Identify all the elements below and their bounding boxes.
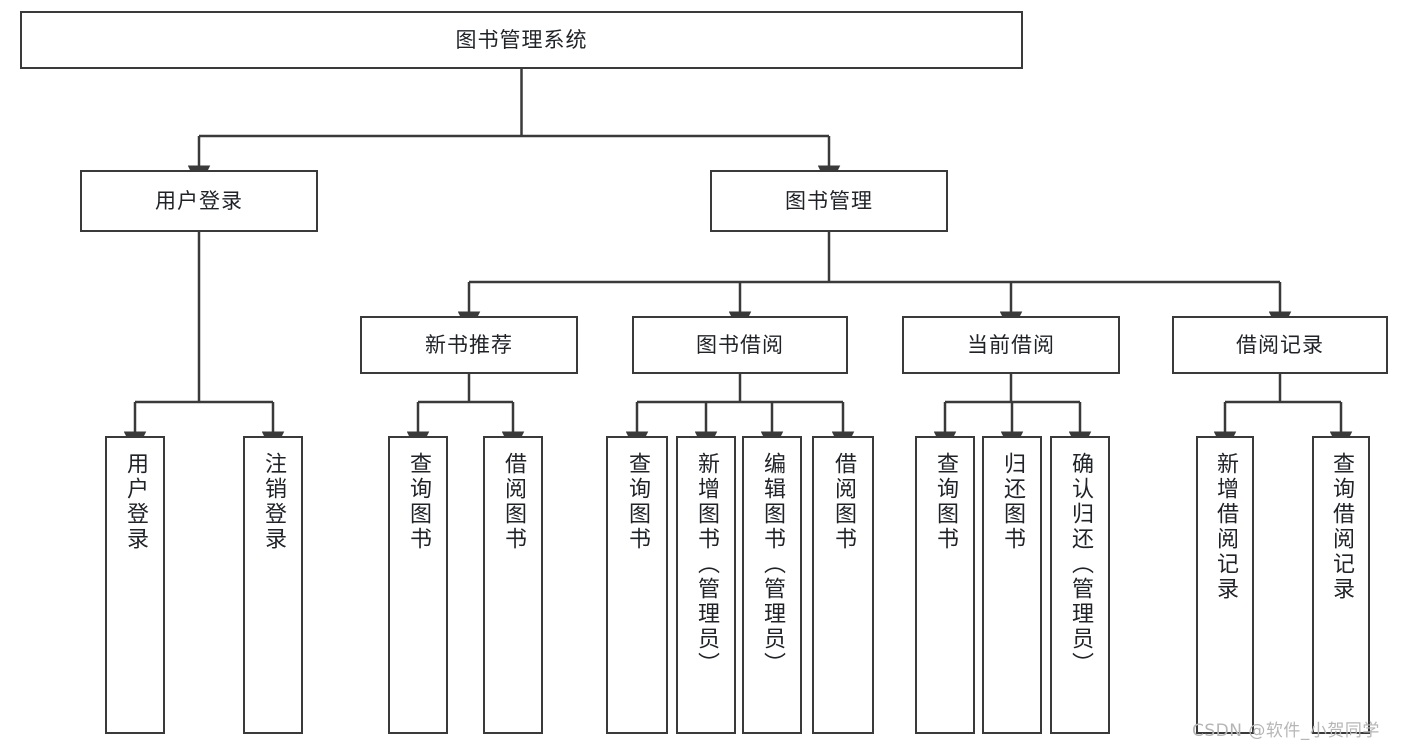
- node-new-book-rec[interactable]: 新书推荐: [360, 316, 578, 374]
- node-label: 借阅图书: [501, 452, 526, 552]
- watermark: CSDN @软件_小贺同学: [1192, 721, 1380, 741]
- node-label: 查询图书: [406, 452, 431, 552]
- node-label: 新增图书（管理员）: [694, 452, 719, 677]
- node-label: 查询图书: [625, 452, 650, 552]
- node-leaf-cur-confirm[interactable]: 确认归还（管理员）: [1050, 436, 1110, 734]
- node-label: 图书管理: [785, 188, 873, 213]
- node-label: 用户登录: [155, 188, 243, 213]
- node-leaf-rec-search[interactable]: 查询借阅记录: [1312, 436, 1370, 734]
- node-leaf-rec-borrow[interactable]: 借阅图书: [483, 436, 543, 734]
- node-leaf-user-login[interactable]: 用户登录: [105, 436, 165, 734]
- node-label: 新书推荐: [425, 332, 513, 357]
- node-label: 编辑图书（管理员）: [760, 452, 785, 677]
- node-label: 借阅图书: [831, 452, 856, 552]
- node-leaf-user-logout[interactable]: 注销登录: [243, 436, 303, 734]
- node-label: 查询借阅记录: [1329, 452, 1354, 602]
- node-book-borrow[interactable]: 图书借阅: [632, 316, 848, 374]
- node-leaf-borrow-add[interactable]: 新增图书（管理员）: [676, 436, 736, 734]
- node-leaf-borrow-query[interactable]: 查询图书: [606, 436, 668, 734]
- node-leaf-borrow-lend[interactable]: 借阅图书: [812, 436, 874, 734]
- node-book-manage[interactable]: 图书管理: [710, 170, 948, 232]
- node-leaf-rec-query[interactable]: 查询图书: [388, 436, 448, 734]
- node-leaf-borrow-edit[interactable]: 编辑图书（管理员）: [742, 436, 802, 734]
- node-label: 借阅记录: [1236, 332, 1324, 357]
- node-user-login[interactable]: 用户登录: [80, 170, 318, 232]
- node-label: 当前借阅: [967, 332, 1055, 357]
- node-label: 注销登录: [261, 452, 286, 552]
- node-label: 图书借阅: [696, 332, 784, 357]
- edge-group: [123, 69, 1353, 454]
- node-label: 用户登录: [123, 452, 148, 552]
- node-label: 图书管理系统: [455, 27, 588, 52]
- node-root[interactable]: 图书管理系统: [20, 11, 1023, 69]
- node-leaf-rec-add[interactable]: 新增借阅记录: [1196, 436, 1254, 734]
- node-label: 确认归还（管理员）: [1068, 452, 1093, 677]
- node-label: 查询图书: [933, 452, 958, 552]
- node-label: 归还图书: [1000, 452, 1025, 552]
- node-leaf-cur-query[interactable]: 查询图书: [915, 436, 975, 734]
- node-label: 新增借阅记录: [1213, 452, 1238, 602]
- node-borrow-record[interactable]: 借阅记录: [1172, 316, 1388, 374]
- node-leaf-cur-return[interactable]: 归还图书: [982, 436, 1042, 734]
- node-current-borrow[interactable]: 当前借阅: [902, 316, 1120, 374]
